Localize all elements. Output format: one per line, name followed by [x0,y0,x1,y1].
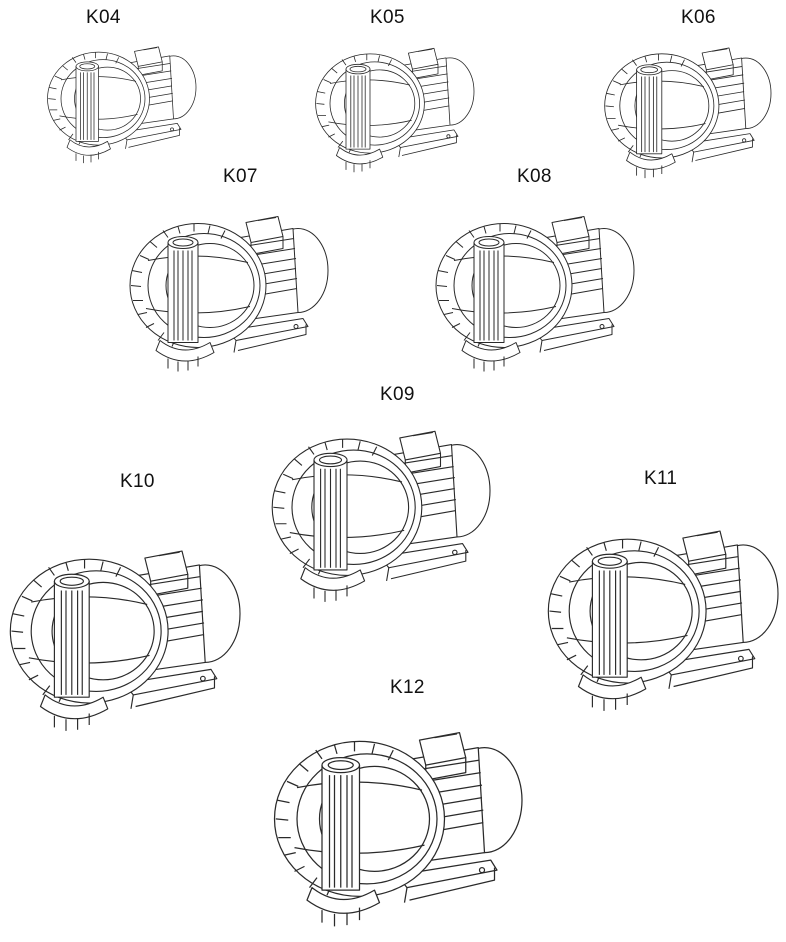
side-channel-blower-icon [604,47,772,179]
model-label: K04 [86,7,121,28]
side-channel-blower-icon [129,216,329,372]
model-label: K10 [120,471,155,492]
side-channel-blower-icon [547,530,779,712]
side-channel-blower-icon [47,46,197,164]
model-label: K06 [681,7,716,28]
model-label: K05 [370,7,405,28]
model-label: K07 [223,166,258,187]
model-label: K09 [380,384,415,405]
side-channel-blower-icon [273,732,523,927]
side-channel-blower-icon [9,550,241,732]
model-label: K11 [644,468,678,489]
side-channel-blower-icon [315,47,475,173]
side-channel-blower-icon [435,216,635,372]
side-channel-blower-icon [271,430,491,603]
model-label: K08 [517,166,552,187]
model-label: K12 [390,677,425,698]
